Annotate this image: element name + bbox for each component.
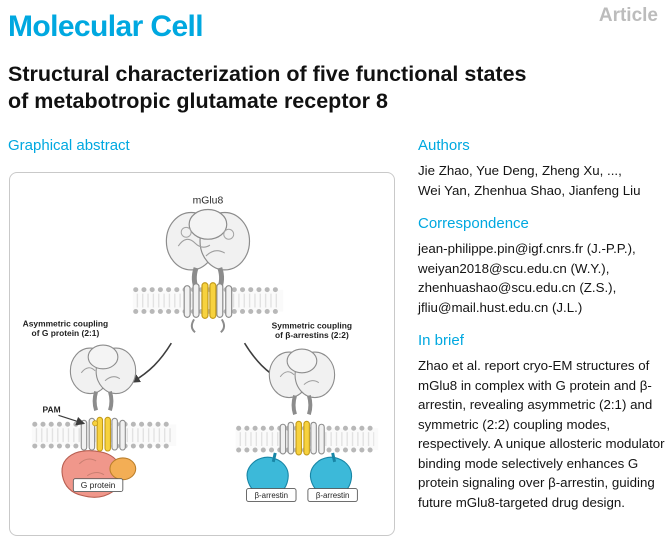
tm-helices-yellow-left [96,416,111,452]
correspondence-emails: jean-philippe.pin@igf.cnrs.fr (J.-P.P.),… [418,241,636,315]
svg-text:of β-arrestins (2:2): of β-arrestins (2:2) [275,330,349,340]
mglu8-g-protein-complex-cartoon [69,344,137,452]
journal-logo: Molecular Cell [8,10,204,43]
membrane-left [31,421,177,449]
article-title: Structural characterization of five func… [8,62,527,114]
asymmetric-coupling-label: Asymmetric coupling of G protein (2:1) [23,318,108,338]
svg-text:G protein: G protein [81,480,116,490]
tm-helices-yellow-top [201,282,217,319]
correspondence-heading: Correspondence [418,215,529,233]
graphical-abstract-box: mGlu8 [9,172,395,536]
authors-heading: Authors [418,137,470,154]
pam-arrow [58,414,86,426]
mglu8-label: mGlu8 [193,196,224,207]
pam-ligand-dot [92,420,99,427]
arrow-to-g-protein [131,342,172,383]
symmetric-coupling-label: Symmetric coupling of β-arrestins (2:2) [272,320,352,340]
in-brief-text: Zhao et al. report cryo-EM structures of… [418,358,665,510]
info-column: Authors Jie Zhao, Yue Deng, Zheng Xu, ..… [418,137,666,527]
pam-label: PAM [43,404,61,414]
beta-arrestin-labels: β-arrestin β-arrestin [246,488,358,502]
graphical-abstract-heading: Graphical abstract [8,137,130,154]
svg-text:Asymmetric coupling: Asymmetric coupling [23,318,108,328]
graphical-abstract-svg: mGlu8 [23,196,379,502]
g-protein-label: G protein [72,478,124,493]
authors-list: Jie Zhao, Yue Deng, Zheng Xu, ..., Wei Y… [418,163,641,198]
svg-text:Symmetric coupling: Symmetric coupling [272,320,352,330]
pam-annotation: PAM [43,404,99,427]
mglu8-receptor-cartoon [165,208,251,333]
article-type-label: Article [598,5,658,26]
tm-helices-yellow-right [295,420,310,456]
mglu8-arrestin-complex-cartoon [268,348,336,456]
svg-text:of G protein (2:1): of G protein (2:1) [32,328,100,338]
beta-arrestin-label-1: β-arrestin [255,491,289,500]
beta-arrestin-label-2: β-arrestin [316,491,350,500]
in-brief-heading: In brief [418,332,464,350]
